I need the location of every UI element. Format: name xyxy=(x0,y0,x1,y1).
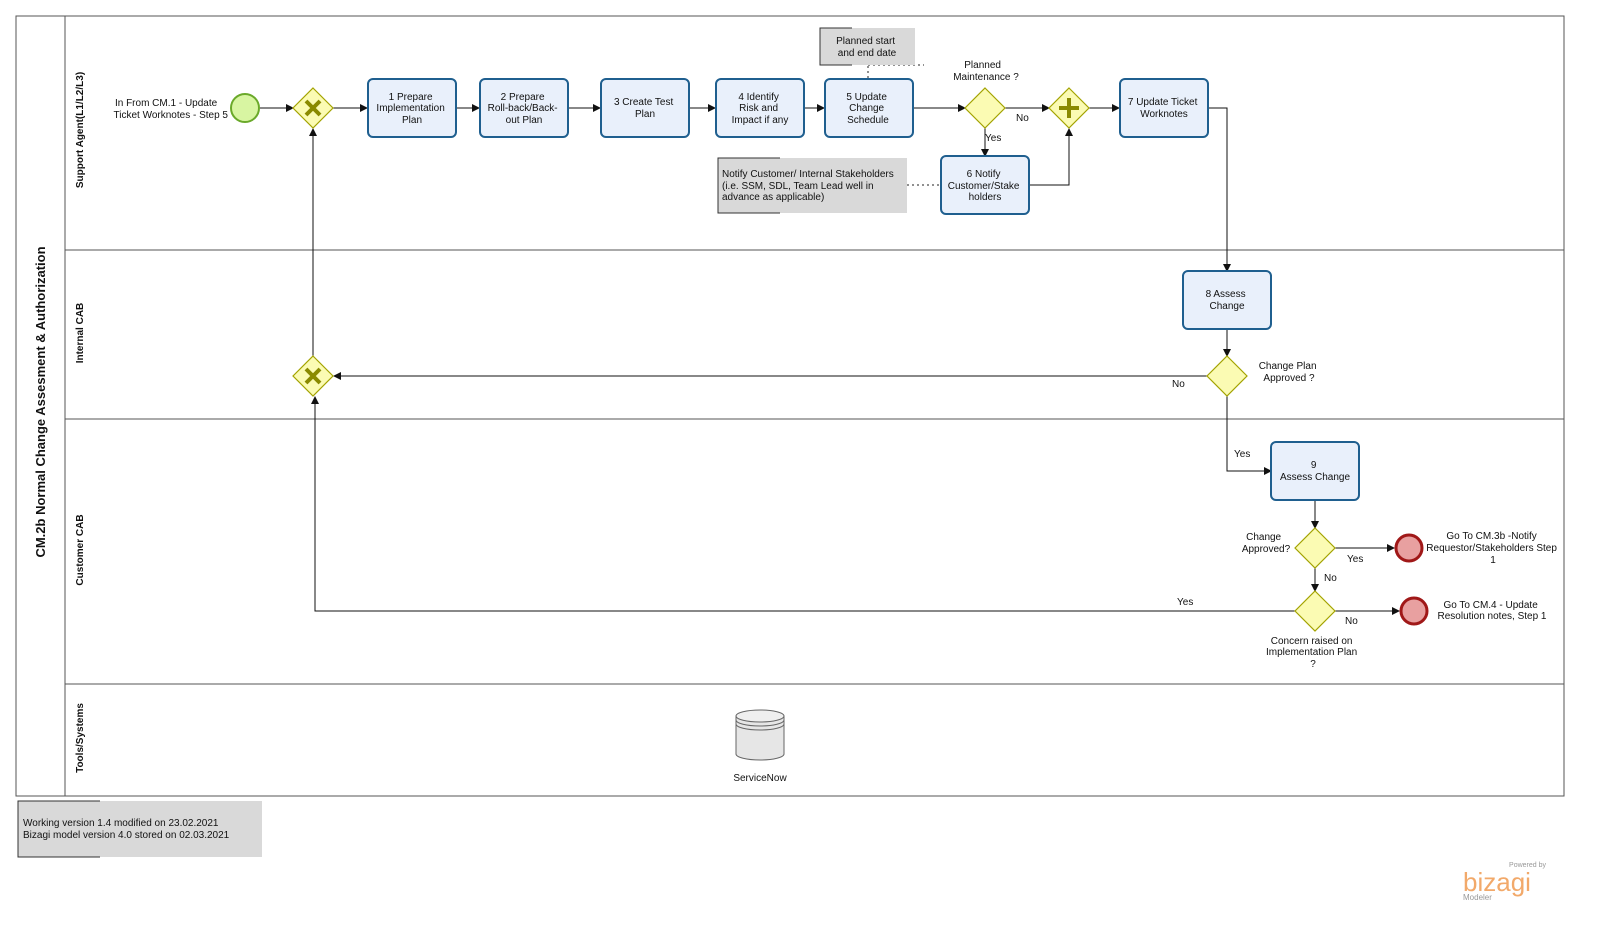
sequence-flows xyxy=(260,104,1400,615)
gateway-change-approved[interactable] xyxy=(1294,527,1336,569)
bizagi-logo: Powered by bizagi Modeler xyxy=(1463,862,1546,902)
svg-text:Notify Customer/ Internal Stak: Notify Customer/ Internal Stakeholders (… xyxy=(722,169,897,203)
flow-label-yes-concern: Yes xyxy=(1177,597,1193,608)
lane-label-customer-cab: Customer CAB xyxy=(75,514,86,585)
brand-sub: Modeler xyxy=(1463,893,1492,902)
annotation-planned-dates[interactable]: Planned start and end date xyxy=(819,27,915,66)
task-notify-stakeholders[interactable]: 6 Notify Customer/Stake holders xyxy=(940,155,1030,215)
gateway-change-approved-label: Change Approved? xyxy=(1242,532,1291,555)
svg-text:Planned start and end da: Planned start and end date xyxy=(836,36,898,59)
lane-label-tools: Tools/Systems xyxy=(75,703,86,773)
gateway-concern-raised[interactable] xyxy=(1294,590,1336,632)
lane-label-support: Support Agent(L1/L2/L3) xyxy=(75,72,86,188)
svg-text:Working version 1.4 modified o: Working version 1.4 modified on 23.02.20… xyxy=(23,818,230,841)
lane-labels: Support Agent(L1/L2/L3) Internal CAB Cus… xyxy=(75,72,86,773)
svg-text:9 Assess Change: 9 Assess Change xyxy=(1280,460,1350,483)
flow-label-no-concern: No xyxy=(1345,616,1358,627)
data-store-label: ServiceNow xyxy=(733,773,787,784)
flow-label-yes-planned: Yes xyxy=(985,133,1001,144)
svg-text:8 Assess Change: 8 Assess Change xyxy=(1206,289,1249,312)
task-prepare-implementation-plan[interactable]: 1 Prepare Implementation Plan xyxy=(367,78,457,138)
database-icon[interactable] xyxy=(735,709,785,761)
annotation-version: Working version 1.4 modified on 23.02.20… xyxy=(17,800,262,858)
exclusive-gateway-merge-bottom[interactable] xyxy=(292,355,334,397)
gateway-planned-label: Planned Maintenance ? xyxy=(953,60,1019,83)
gateway-change-plan-approved[interactable] xyxy=(1206,355,1248,397)
start-event-label: In From CM.1 - Update Ticket Worknotes -… xyxy=(114,98,229,121)
end-event-cm4-label: Go To CM.4 - Update Resolution notes, St… xyxy=(1438,600,1547,622)
pool-title: CM.2b Normal Change Assesment & Authoriz… xyxy=(33,246,48,557)
task-identify-risk[interactable]: 4 Identify Risk and Impact if any xyxy=(715,78,805,138)
svg-text:5 Update Change Sc: 5 Update Change Schedule xyxy=(846,92,889,126)
end-event-cm4[interactable] xyxy=(1399,596,1429,626)
svg-text:4 Identify Risk and: 4 Identify Risk and Impact if any xyxy=(732,92,789,126)
svg-text:2 Prepare Roll-back/Back: 2 Prepare Roll-back/Back- out Plan xyxy=(488,92,561,126)
svg-text:3 Create Test Plan: 3 Create Test Plan xyxy=(614,97,676,120)
flow-label-no-planned: No xyxy=(1016,113,1029,124)
start-event[interactable] xyxy=(230,93,260,123)
brand-name: bizagi xyxy=(1463,867,1531,897)
end-event-cm3b-label: Go To CM.3b -Notify Requestor/Stakeholde… xyxy=(1426,531,1559,566)
task-assess-change-internal[interactable]: 8 Assess Change xyxy=(1182,270,1272,330)
end-event-cm3b[interactable] xyxy=(1394,533,1424,563)
task-prepare-rollback-plan[interactable]: 2 Prepare Roll-back/Back- out Plan xyxy=(479,78,569,138)
task-assess-change-customer[interactable]: 9 Assess Change xyxy=(1270,441,1360,501)
exclusive-gateway-merge-top[interactable] xyxy=(292,87,334,129)
pool: CM.2b Normal Change Assesment & Authoriz… xyxy=(15,15,1565,797)
parallel-gateway-join[interactable] xyxy=(1048,87,1090,129)
svg-text:6 Notify Customer/Stake: 6 Notify Customer/Stake holders xyxy=(948,169,1022,203)
annotation-notify[interactable]: Notify Customer/ Internal Stakeholders (… xyxy=(717,157,907,214)
gateway-planned-maintenance[interactable] xyxy=(964,87,1006,129)
svg-text:7 Update Ticket Worknote: 7 Update Ticket Worknotes xyxy=(1128,97,1200,120)
gateway-change-plan-label: Change Plan Approved ? xyxy=(1259,361,1320,384)
task-update-change-schedule[interactable]: 5 Update Change Schedule xyxy=(824,78,914,138)
flow-label-no-plan: No xyxy=(1172,379,1185,390)
svg-text:1 Prepare Implementation: 1 Prepare Implementation Plan xyxy=(376,92,447,126)
flow-label-yes-approved: Yes xyxy=(1347,554,1363,565)
lane-label-internal-cab: Internal CAB xyxy=(75,303,86,364)
powered-by-text: Powered by xyxy=(1509,862,1546,869)
task-update-ticket-worknotes[interactable]: 7 Update Ticket Worknotes xyxy=(1119,78,1209,138)
task-create-test-plan[interactable]: 3 Create Test Plan xyxy=(600,78,690,138)
gateway-concern-label: Concern raised on Implementation Plan ? xyxy=(1266,636,1360,670)
flow-label-yes-plan: Yes xyxy=(1234,449,1250,460)
flow-label-no-approved: No xyxy=(1324,573,1337,584)
